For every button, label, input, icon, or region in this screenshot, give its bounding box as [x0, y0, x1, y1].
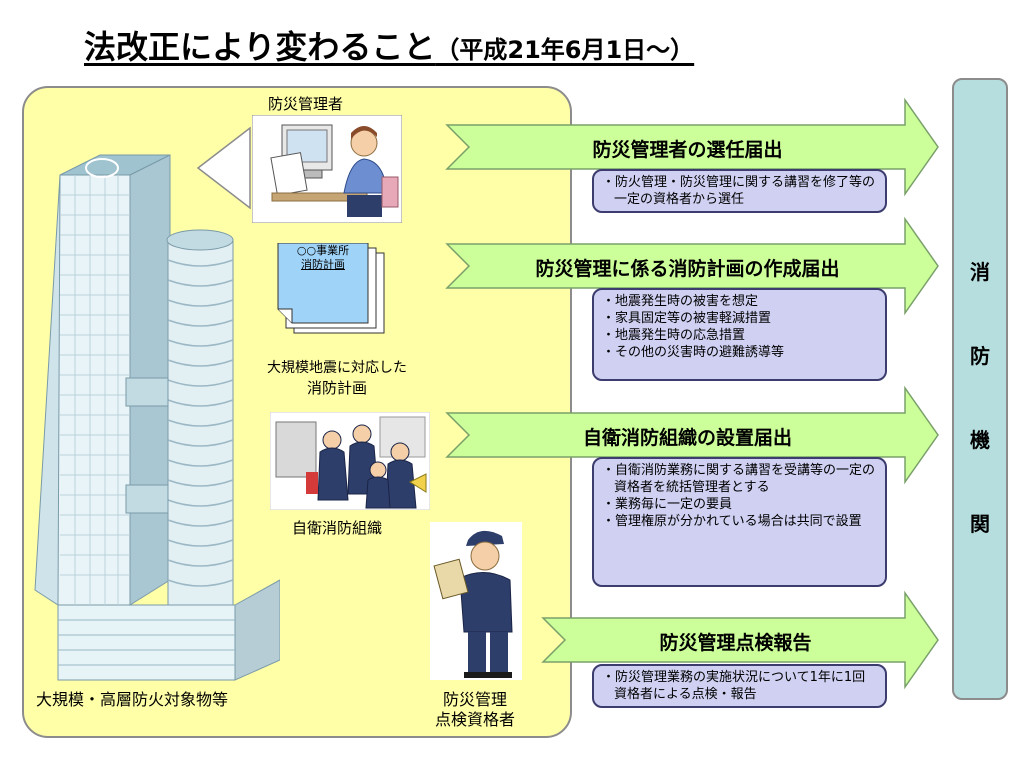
page-title: 法改正により変わること（平成21年6月1日～） — [84, 22, 694, 68]
step-4-details: 防災管理業務の実施状況について1年に1回資格者による点検・報告 — [592, 664, 887, 708]
high-rise-building-illustration — [34, 154, 280, 681]
step-3-details: 自衛消防業務に関する講習を受講等の一定の資格者を統括管理者とする 業務毎に一定の… — [592, 457, 887, 587]
step-arrow-1 — [445, 97, 939, 197]
manager-at-computer-picture — [252, 115, 402, 223]
side-char-1: 消 — [970, 260, 990, 284]
step-2-heading: 防災管理に係る消防計画の作成届出 — [535, 258, 840, 280]
plan-document-text: ○○事業所 消防計画 — [296, 244, 350, 271]
detail-item: 家具固定等の被害軽減措置 — [602, 310, 877, 327]
side-char-3: 機 — [970, 428, 990, 452]
detail-item: その他の災害時の避難誘導等 — [602, 344, 877, 361]
self-defense-team-picture — [270, 412, 430, 510]
side-char-4: 関 — [970, 512, 990, 536]
step-arrow-3 — [445, 385, 939, 485]
fire-department-panel: 消 防 機 関 — [952, 78, 1008, 700]
detail-item: 防火管理・防災管理に関する講習を修了等の一定の資格者から選任 — [602, 174, 877, 208]
title-sub: （平成21年6月1日～） — [435, 36, 695, 64]
title-main: 法改正により変わること — [84, 28, 436, 66]
step-1-details: 防火管理・防災管理に関する講習を修了等の一定の資格者から選任 — [592, 169, 887, 213]
detail-item: 業務毎に一定の要員 — [602, 496, 877, 513]
inspector-label: 防災管理 点検資格者 — [434, 690, 515, 729]
step-4-heading: 防災管理点検報告 — [659, 632, 812, 654]
detail-item: 防災管理業務の実施状況について1年に1回資格者による点検・報告 — [602, 669, 877, 703]
detail-item: 管理権原が分かれている場合は共同で設置 — [602, 513, 877, 530]
step-arrow-2 — [445, 216, 939, 316]
step-1-heading: 防災管理者の選任届出 — [592, 139, 783, 161]
detail-item: 地震発生時の被害を想定 — [602, 293, 877, 310]
self-defense-label: 自衛消防組織 — [292, 519, 383, 537]
inspector-picture — [430, 522, 522, 680]
step-arrow-4 — [541, 590, 939, 690]
step-3-heading: 自衛消防組織の設置届出 — [582, 427, 792, 449]
step-2-details: 地震発生時の被害を想定 家具固定等の被害軽減措置 地震発生時の応急措置 その他の… — [592, 288, 887, 381]
fire-plan-documents-icon — [277, 243, 385, 334]
detail-item: 自衛消防業務に関する講習を受講等の一定の資格者を統括管理者とする — [602, 462, 877, 496]
building-label: 大規模・高層防火対象物等 — [36, 690, 229, 709]
detail-item: 地震発生時の応急措置 — [602, 327, 877, 344]
side-char-2: 防 — [970, 344, 990, 368]
plan-caption: 大規模地震に対応した 消防計画 — [267, 360, 407, 397]
manager-label: 防災管理者 — [268, 95, 344, 113]
